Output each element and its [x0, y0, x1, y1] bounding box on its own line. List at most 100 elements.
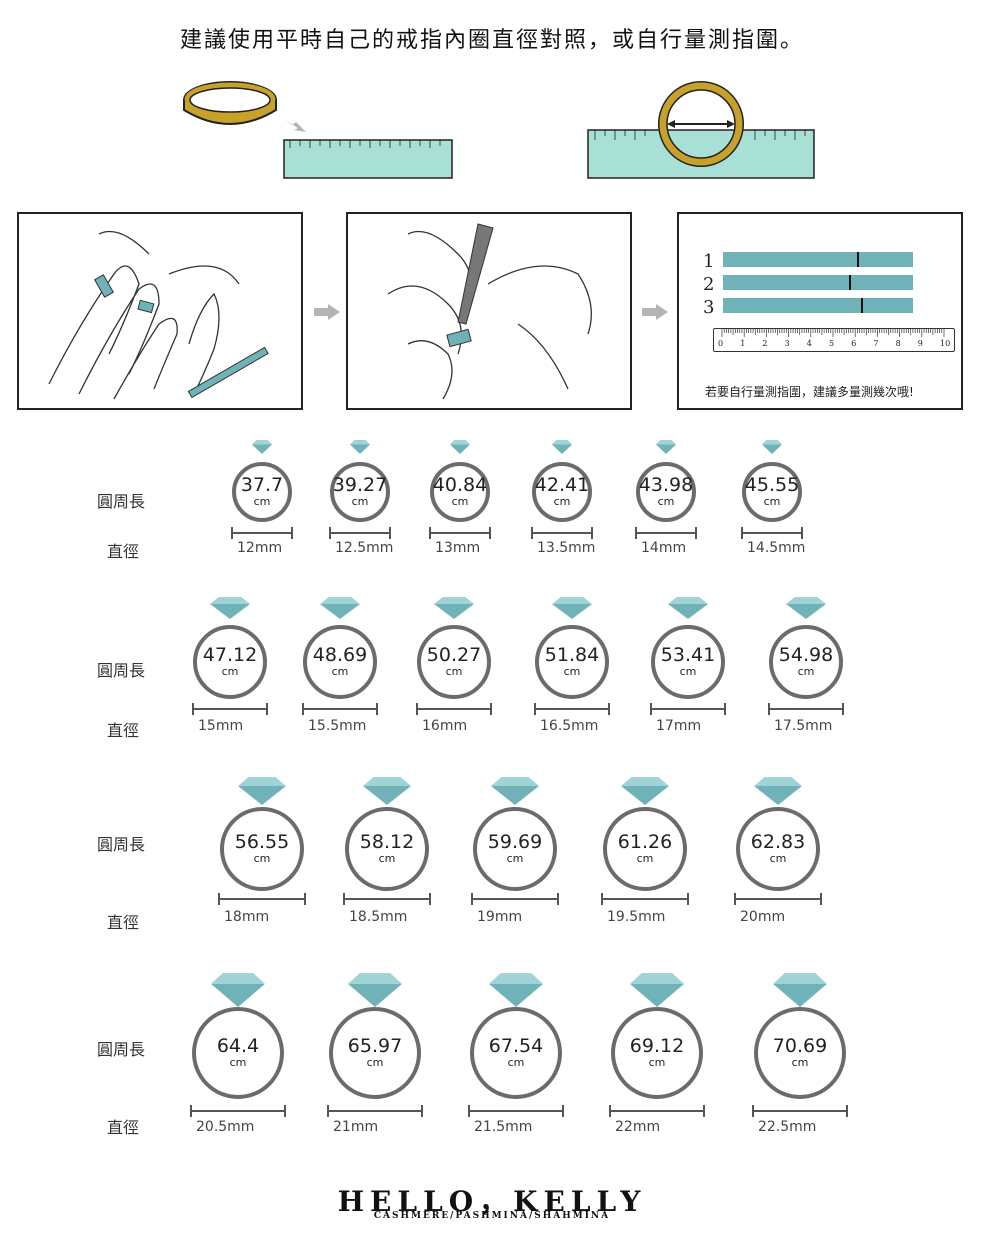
panel-wrap-finger: [17, 212, 303, 410]
hand-with-strip-icon: [48, 230, 269, 400]
panel-mark-strip: [346, 212, 632, 410]
diamond-icon: [348, 973, 402, 1007]
circumference-unit: cm: [229, 1056, 247, 1069]
diameter-value: 15mm: [198, 718, 244, 734]
circumference-unit: cm: [366, 1056, 384, 1069]
ring-and-ruler-illustration: [183, 81, 453, 179]
diamond-icon: [363, 777, 411, 805]
diamond-icon: [786, 597, 826, 619]
diameter-value: 22mm: [615, 1119, 661, 1135]
circumference-unit: cm: [797, 665, 815, 678]
ring-circle: [769, 625, 843, 699]
circumference-value: 48.69: [312, 644, 368, 666]
diamond-icon: [668, 597, 708, 619]
label-circumference: 圓周長: [97, 661, 146, 680]
circumference-unit: cm: [657, 495, 675, 508]
circumference-value: 58.12: [359, 831, 415, 853]
label-diameter: 直徑: [107, 542, 140, 561]
ruler-tick-label: 4: [806, 339, 812, 348]
diameter-value: 19.5mm: [607, 909, 666, 925]
diamond-icon: [754, 777, 802, 805]
ring-circle: [611, 1007, 703, 1099]
circumference-value: 61.26: [617, 831, 673, 853]
label-diameter: 直徑: [107, 721, 140, 740]
diameter-value: 22.5mm: [758, 1119, 817, 1135]
diameter-value: 12.5mm: [335, 540, 394, 556]
diamond-icon: [238, 777, 286, 805]
measure-row-numbers: 1 2 3: [703, 251, 715, 318]
ruler-tick-label: 0: [718, 339, 724, 348]
circumference-unit: cm: [769, 852, 787, 865]
ring-circle: [303, 625, 377, 699]
diameter-value: 12mm: [237, 540, 283, 556]
ruler-tick-label: 10: [940, 339, 951, 348]
circumference-value: 64.4: [216, 1035, 260, 1057]
diameter-value: 14mm: [641, 540, 687, 556]
circumference-value: 50.27: [426, 644, 482, 666]
ring-circle: [193, 625, 267, 699]
diameter-value: 20mm: [740, 909, 786, 925]
circumference-value: 70.69: [772, 1035, 828, 1057]
diamond-icon: [621, 777, 669, 805]
circumference-value: 67.54: [488, 1035, 544, 1057]
diameter-value: 15.5mm: [308, 718, 367, 734]
circumference-unit: cm: [636, 852, 654, 865]
diamond-icon: [210, 597, 250, 619]
circumference-unit: cm: [253, 495, 271, 508]
diamond-icon: [773, 973, 827, 1007]
diameter-value: 21mm: [333, 1119, 379, 1135]
diamond-icon: [252, 440, 272, 454]
ruler-tick-label: 3: [784, 339, 790, 348]
circumference-unit: cm: [451, 495, 469, 508]
circumference-value: 39.27: [332, 474, 388, 496]
page-title: 建議使用平時自己的戒指內圈直徑對照，或自行量測指圍。: [179, 28, 804, 53]
circumference-value: 62.83: [750, 831, 806, 853]
diameter-value: 16mm: [422, 718, 468, 734]
circumference-unit: cm: [221, 665, 239, 678]
diamond-icon: [450, 440, 470, 454]
diamond-icon: [552, 440, 572, 454]
circumference-unit: cm: [791, 1056, 809, 1069]
diameter-value: 19mm: [477, 909, 523, 925]
ruler-tick-label: 7: [873, 339, 879, 348]
diamond-icon: [630, 973, 684, 1007]
diameter-value: 20.5mm: [196, 1119, 255, 1135]
ring-circle: [329, 1007, 421, 1099]
label-diameter: 直徑: [107, 913, 140, 932]
diamond-icon: [320, 597, 360, 619]
ruler-tick-label: 8: [895, 339, 901, 348]
ring-circle: [345, 807, 429, 891]
circumference-value: 47.12: [202, 644, 258, 666]
circumference-value: 54.98: [778, 644, 834, 666]
label-circumference: 圓周長: [97, 492, 146, 511]
ring-circle: [473, 807, 557, 891]
ring-circle: [192, 1007, 284, 1099]
circumference-unit: cm: [445, 665, 463, 678]
ruler-tick-label: 6: [851, 339, 857, 348]
ruler-tick-label: 5: [829, 339, 835, 348]
circumference-value: 59.69: [487, 831, 543, 853]
diameter-value: 13mm: [435, 540, 481, 556]
diamond-icon: [489, 973, 543, 1007]
ring-circle: [220, 807, 304, 891]
circumference-unit: cm: [331, 665, 349, 678]
ruler-tick-label: 9: [917, 339, 923, 348]
circumference-unit: cm: [563, 665, 581, 678]
diamond-icon: [350, 440, 370, 454]
diameter-value: 16.5mm: [540, 718, 599, 734]
hand-with-pen-icon: [387, 223, 592, 400]
diamond-icon: [211, 973, 265, 1007]
ring-circle: [470, 1007, 562, 1099]
ruler-tick-label: 2: [762, 339, 768, 348]
ring-circle: [742, 462, 802, 522]
